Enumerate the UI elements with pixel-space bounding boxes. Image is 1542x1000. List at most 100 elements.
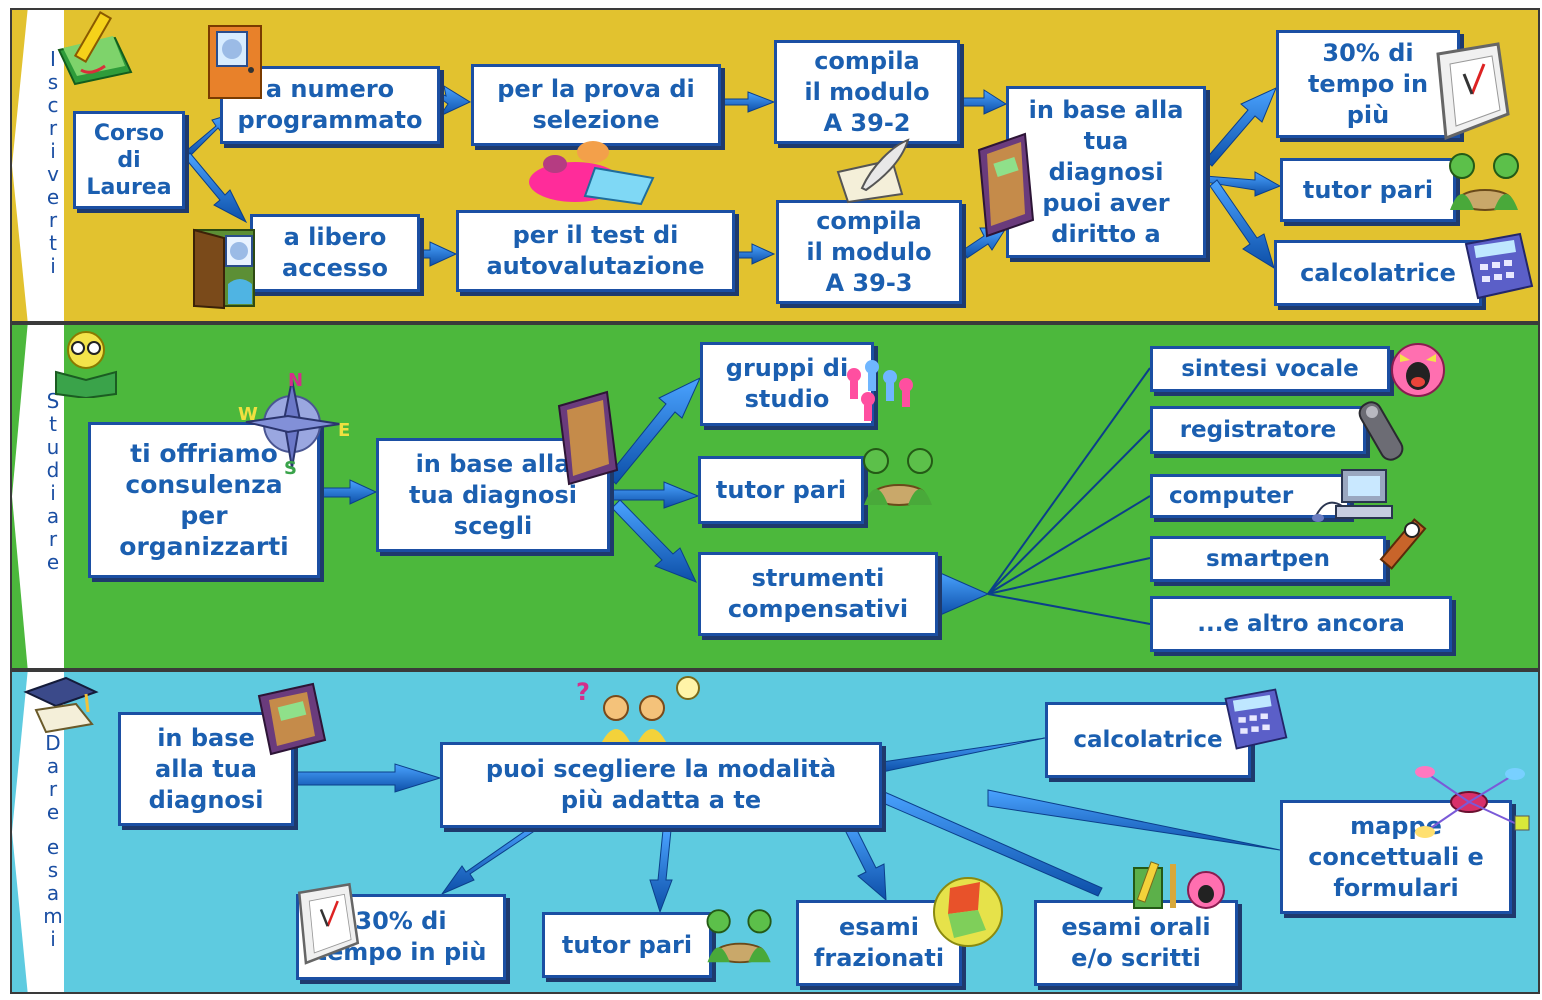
box-calcolatrice: calcolatrice <box>1274 240 1482 306</box>
box-diagnosi-diritto: in base alla tua diagnosi puoi aver diri… <box>1006 86 1206 258</box>
exam-tools-icon <box>1133 861 1225 909</box>
mind-map-icon <box>1415 766 1530 838</box>
box-computer: computer <box>1150 474 1350 518</box>
box-sintesi-vocale: sintesi vocale <box>1150 346 1390 392</box>
compass-icon: N W E S <box>238 372 350 479</box>
tab-letter: e <box>46 185 60 209</box>
tab-letter: D <box>45 731 61 755</box>
arrow <box>184 152 248 224</box>
tab-letter: i <box>50 139 56 163</box>
arrow <box>292 763 442 793</box>
box-strumenti-compensativi: strumenti compensativi <box>698 552 938 636</box>
tab-letter: i <box>50 481 56 505</box>
tab-letter: r <box>48 777 58 801</box>
svg-text:E: E <box>338 420 350 441</box>
box-prova-selezione: per la prova di selezione <box>471 64 721 146</box>
computer-icon <box>1312 469 1393 522</box>
tab-letter: r <box>48 116 58 140</box>
box-modalita: puoi scegliere la modalità più adatta a … <box>440 742 882 828</box>
arrow <box>440 821 543 896</box>
tab-letter: a <box>46 881 60 905</box>
svg-text:W: W <box>238 404 258 425</box>
box-modulo-a39-3: compila il modulo A 39-3 <box>776 200 962 304</box>
tutors-icon <box>1449 153 1519 211</box>
arrow <box>841 819 887 902</box>
tab-letter: S <box>46 389 60 413</box>
recorder-icon <box>1358 401 1404 461</box>
thinking-kids-icon: ? <box>576 676 700 742</box>
tab-letter: t <box>49 412 57 436</box>
students-writing-icon <box>529 141 655 206</box>
tab-letter: i <box>50 927 56 951</box>
pawns-icon <box>847 360 913 421</box>
tab-letter: a <box>46 504 60 528</box>
box-altro-ancora: ...e altro ancora <box>1150 596 1452 652</box>
arrow <box>1209 179 1275 270</box>
reader-icon <box>55 331 117 398</box>
box-tutor-pari: tutor pari <box>1280 158 1456 222</box>
tab-letter: s <box>47 70 59 94</box>
quill-icon <box>836 138 910 204</box>
tab-letter: u <box>46 435 60 459</box>
door-open-icon <box>193 228 255 310</box>
arrow <box>881 737 1046 773</box>
tab-letter: m <box>43 904 63 928</box>
arrow <box>609 481 700 509</box>
arrow <box>962 227 1007 259</box>
arrow <box>734 243 776 265</box>
folder-icon <box>257 682 327 756</box>
folder-icon <box>557 390 619 486</box>
box-orali-scritti: esami orali e/o scritti <box>1034 900 1238 986</box>
tab-letter: I <box>50 47 56 71</box>
calculator-icon <box>1464 232 1534 300</box>
tab-letter: c <box>47 93 59 117</box>
texture-icon <box>933 877 1003 947</box>
arrow <box>319 479 378 505</box>
arrow <box>649 829 673 914</box>
stopwatch-icon <box>297 882 360 965</box>
box-libero-accesso: a libero accesso <box>250 214 420 292</box>
box-mappe: mappe concettuali e formulari <box>1280 800 1512 914</box>
box-tempo-30: 30% di tempo in più <box>1276 30 1460 138</box>
tab-letter: s <box>47 858 59 882</box>
folder-icon <box>977 132 1035 238</box>
tab-iscriviti-letters: I s c r i v e r t i <box>42 48 64 278</box>
arrow <box>959 89 1008 115</box>
tutors-icon <box>706 909 772 964</box>
tab-letter: a <box>46 754 60 778</box>
box-calcolatrice-dare: calcolatrice <box>1045 702 1251 778</box>
tab-letter: r <box>48 208 58 232</box>
arrow <box>937 571 990 617</box>
tab-letter: r <box>48 527 58 551</box>
tab-letter: i <box>50 254 56 278</box>
tab-letter: e <box>46 550 60 574</box>
arrow <box>607 376 702 485</box>
svg-text:N: N <box>288 372 303 391</box>
arrow <box>1204 87 1277 167</box>
box-test-autovalutazione: per il test di autovalutazione <box>456 210 735 292</box>
svg-text:?: ? <box>576 678 590 706</box>
arrow <box>720 91 776 113</box>
box-corso-di-laurea: Corso di Laurea <box>73 111 185 209</box>
arrow <box>611 499 697 583</box>
tab-letter: e <box>46 835 60 859</box>
speaker-face-icon <box>1391 343 1445 397</box>
arrow <box>987 789 1281 851</box>
svg-text:S: S <box>284 458 297 479</box>
tab-dare-letters: D a r e e s a m i <box>42 732 64 951</box>
box-smartpen: smartpen <box>1150 536 1386 582</box>
tab-letter: v <box>47 162 59 186</box>
calculator-icon <box>1224 688 1288 750</box>
door-closed-icon <box>208 25 262 99</box>
tab-letter: e <box>46 800 60 824</box>
box-diagnosi-dare: in base alla tua diagnosi <box>118 712 294 826</box>
box-tutor-pari-studio: tutor pari <box>698 456 864 524</box>
box-registratore: registratore <box>1150 406 1366 454</box>
tab-letter: t <box>49 231 57 255</box>
stopwatch-icon <box>1436 42 1510 141</box>
smartpen-icon <box>1379 518 1427 570</box>
pencil-book-icon <box>57 10 133 86</box>
arrow <box>419 241 458 267</box>
tab-studiare-letters: S t u d i a r e <box>42 390 64 574</box>
